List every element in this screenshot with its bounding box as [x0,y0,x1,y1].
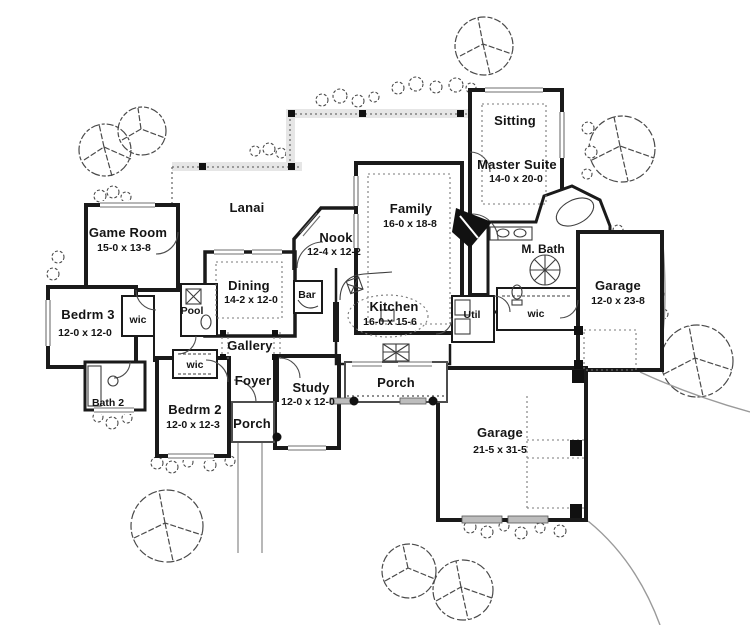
room-dims-family: 16-0 x 18-8 [383,218,437,230]
wic-master-walls [496,287,578,331]
tree-icon [454,16,514,76]
windows [44,86,566,524]
room-dims-nook: 12-4 x 12-2 [307,246,361,258]
porch-front-walls [231,401,275,443]
room-label-sitting: Sitting [494,113,536,128]
family-walls [354,161,464,335]
pool-bath-walls [180,283,218,337]
gallery-posts [220,330,278,360]
room-label-bath2: Bath 2 [92,397,124,409]
room-label-gallery: Gallery [227,338,273,353]
toilet-icon [200,314,212,330]
dryer-icon [454,318,471,335]
room-label-dining: Dining [228,278,270,293]
shrub-icon [249,142,287,159]
room-label-util: Util [464,309,481,321]
room-label-pool: Pool [181,305,204,317]
shrub-icon [92,411,133,430]
room-label-porch-front: Porch [233,416,271,431]
island-sink [380,309,395,322]
garage-main-walls [436,366,588,522]
bar-counter [297,299,319,309]
toilet-icon [511,284,523,306]
front-walkway [237,443,263,553]
shrub-icon [463,520,567,540]
lanai-boundary [171,109,470,205]
shrub-icon [391,76,477,95]
shower-icon [185,288,202,305]
tub-icon [87,365,102,407]
room-label-foyer: Foyer [235,373,271,388]
tree-icon [381,543,437,599]
wic-bedrm2-walls [172,349,218,379]
room-label-porch-rear: Porch [377,375,415,390]
tree-icon [588,115,656,183]
range-icon [345,276,364,295]
sink-icon [107,375,119,387]
shrub-icon [581,121,598,180]
porch-rear-walls [344,361,448,403]
room-label-m-bath: M. Bath [521,242,564,256]
room-dims-garage-side: 12-0 x 23-8 [591,295,645,307]
room-label-study: Study [292,380,330,395]
room-dims-dining: 14-2 x 12-0 [224,294,278,306]
room-label-game-room: Game Room [89,225,167,240]
dining-walls [203,250,297,338]
room-dims-kitchen: 16-0 x 15-6 [363,316,417,328]
tree-icon [117,106,167,156]
washer-icon [454,299,471,316]
room-label-garage-side: Garage [595,278,641,293]
room-label-lanai: Lanai [230,200,265,215]
room-dims-master: 14-0 x 20-0 [489,173,543,185]
room-dims-bedrm2: 12-0 x 12-3 [166,419,220,431]
tub-icon [555,197,595,227]
kitchen-counter [339,271,393,301]
garage-door-jambs [570,326,584,518]
room-dims-study: 12-0 x 12-0 [281,396,335,408]
tree-icon [432,559,494,621]
garage-side-walls [576,230,664,372]
room-label-master: Master Suite [477,157,557,172]
wic-bedrm3-walls [121,295,155,337]
room-label-wic-bedrm3: wic [129,314,147,326]
tree-icon [660,324,734,398]
room-label-nook: Nook [319,230,353,245]
room-label-wic-bedrm2: wic [186,359,204,371]
shrub-icon [150,455,236,474]
vanity-counter [489,226,533,241]
room-label-garage-main: Garage [477,425,523,440]
shrub-icon [93,185,132,203]
shower-icon [529,254,561,286]
room-label-wic-master: wic [527,308,545,320]
room-dims-garage-main: 21-5 x 31-5 [473,444,527,456]
tree-icon [78,123,132,177]
room-label-kitchen: Kitchen [369,299,418,314]
room-dims-game-room: 15-0 x 13-8 [97,242,151,254]
room-label-bedrm3: Bedrm 3 [61,307,114,322]
room-label-bedrm2: Bedrm 2 [168,402,221,417]
porch-posts [272,396,438,442]
shrub-icon [315,88,380,108]
door-arcs [113,151,579,403]
room-dims-bedrm3: 12-0 x 12-0 [58,327,112,339]
room-label-family: Family [390,201,433,216]
dashed-details [215,103,637,509]
room-label-bar: Bar [298,289,316,301]
tree-icon [130,489,204,563]
fixtures [87,197,595,407]
